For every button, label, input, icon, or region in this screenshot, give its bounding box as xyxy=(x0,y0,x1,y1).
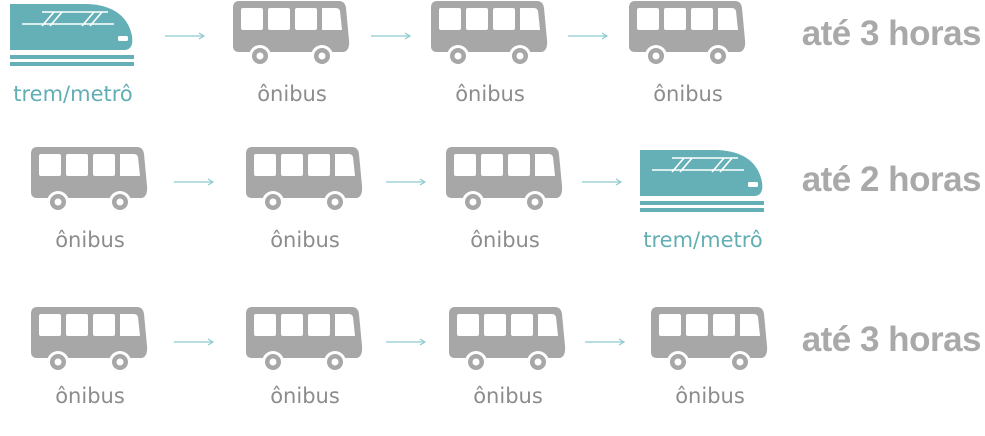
route-2-vehicle-1: ônibus xyxy=(5,146,175,266)
train-icon xyxy=(638,146,768,216)
bus-icon xyxy=(29,306,151,376)
route-3-vehicle-4: ônibus xyxy=(625,306,795,426)
vehicle-label: ônibus xyxy=(55,384,125,408)
bus-icon xyxy=(429,0,551,70)
duration-label: até 3 horas xyxy=(801,320,982,359)
bus-icon xyxy=(29,146,151,216)
bus-icon xyxy=(244,146,366,216)
vehicle-label: ônibus xyxy=(55,228,125,252)
arrow-icon xyxy=(172,334,216,350)
route-row-1: trem/metrô ônibus ônibus ônibus até 3 ho… xyxy=(0,0,985,130)
bus-icon xyxy=(231,0,353,70)
vehicle-label: ônibus xyxy=(257,82,327,106)
route-3-vehicle-1: ônibus xyxy=(5,306,175,426)
route-row-3: ônibus ônibus ônibus ônibus até 3 horas xyxy=(0,306,985,436)
arrow-icon xyxy=(163,28,207,44)
train-icon xyxy=(8,0,138,70)
vehicle-label: ônibus xyxy=(455,82,525,106)
route-1-vehicle-4: ônibus xyxy=(603,0,773,120)
vehicle-label: ônibus xyxy=(270,384,340,408)
bus-icon xyxy=(444,146,566,216)
route-1-vehicle-1: trem/metrô xyxy=(0,0,158,120)
route-1-vehicle-2: ônibus xyxy=(207,0,377,120)
route-2-vehicle-2: ônibus xyxy=(220,146,390,266)
bus-icon xyxy=(447,306,569,376)
vehicle-label: ônibus xyxy=(270,228,340,252)
duration-label: até 2 horas xyxy=(801,160,982,199)
vehicle-label: trem/metrô xyxy=(13,82,133,106)
vehicle-label: ônibus xyxy=(675,384,745,408)
route-3-vehicle-2: ônibus xyxy=(220,306,390,426)
route-1-vehicle-3: ônibus xyxy=(405,0,575,120)
bus-icon xyxy=(244,306,366,376)
vehicle-label: trem/metrô xyxy=(643,228,763,252)
arrow-icon xyxy=(172,174,216,190)
route-2-vehicle-3: ônibus xyxy=(420,146,590,266)
route-2-vehicle-4: trem/metrô xyxy=(618,146,788,266)
vehicle-label: ônibus xyxy=(470,228,540,252)
duration-label: até 3 horas xyxy=(801,14,982,53)
vehicle-label: ônibus xyxy=(653,82,723,106)
vehicle-label: ônibus xyxy=(473,384,543,408)
arrow-icon xyxy=(384,334,428,350)
route-3-vehicle-3: ônibus xyxy=(423,306,593,426)
arrow-icon xyxy=(583,334,627,350)
bus-icon xyxy=(649,306,771,376)
bus-icon xyxy=(627,0,749,70)
route-row-2: ônibus ônibus ônibus trem/metrô até 2 ho… xyxy=(0,146,985,276)
